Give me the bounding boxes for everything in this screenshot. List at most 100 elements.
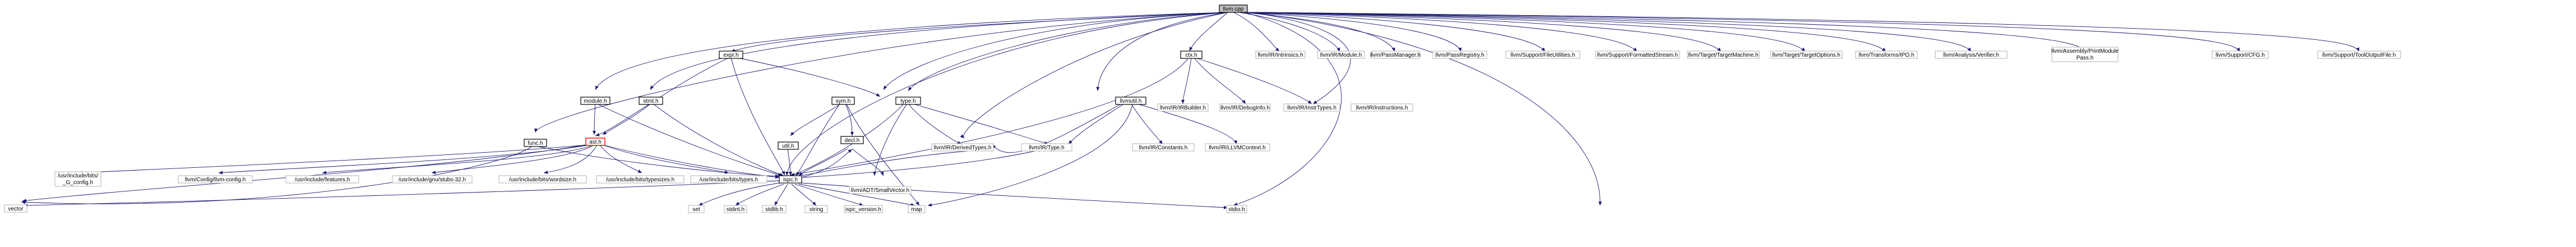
node-llvmcontext[interactable]: llvm/IR/LLVMContext.h [1205, 143, 1270, 152]
node-label: llvm/IR/Type.h [1029, 145, 1064, 151]
node-set[interactable]: set [688, 205, 705, 213]
node-label: stdlib.h [765, 207, 783, 213]
node-label: llvm/Config/llvm-config.h [185, 177, 246, 183]
node-irbuilder[interactable]: llvm/IR/IRBuilder.h [1157, 103, 1209, 112]
node-label: expr.h [723, 52, 738, 58]
node-label: llvm/Target/TargetMachine.h [1688, 52, 1758, 58]
node-vector[interactable]: vector [4, 204, 27, 213]
node-stdio[interactable]: stdio.h [1226, 205, 1247, 213]
node-type-h[interactable]: type.h [895, 97, 921, 105]
node-label: llvm/PassRegistry.h [1435, 52, 1484, 58]
node-stmt-h[interactable]: stmt.h [639, 97, 663, 105]
node-irmodule[interactable]: llvm/IR/Module.h [1317, 51, 1365, 59]
node-label: ast.h [589, 139, 602, 145]
node-label: set [692, 207, 700, 213]
node-tooloutput[interactable]: llvm/Support/ToolOutputFile.h [2317, 51, 2401, 59]
node-label: llvm/IR/Constants.h [1139, 145, 1188, 151]
node-decl-h[interactable]: decl.h [840, 136, 864, 144]
node-sym-h[interactable]: sym.h [831, 97, 855, 105]
node-label: /usr/include/gnu/stubs-32.h [399, 177, 466, 183]
node-cfg[interactable]: llvm/Support/CFG.h [2212, 51, 2269, 59]
node-util-h[interactable]: util.h [778, 141, 799, 150]
node-verifier[interactable]: llvm/Analysis/Verifier.h [1935, 51, 2008, 59]
node-label: util.h [782, 143, 794, 149]
node-label: llvm/IR/Instructions.h [1356, 105, 1408, 111]
node-label: /usr/include/bits/wordsize.h [509, 177, 576, 183]
node-stdint[interactable]: stdint.h [724, 205, 747, 213]
node-label: vector [8, 206, 24, 212]
node-label: llvm/Support/FileUtilities.h [1510, 52, 1575, 58]
node-smallvector[interactable]: llvm/ADT/SmallVector.h [849, 186, 912, 194]
node-stdlib[interactable]: stdlib.h [762, 205, 787, 213]
node-llvmutil-h[interactable]: llvmutil.h [1115, 97, 1146, 105]
node-label: llvm/Assembly/PrintModule [2051, 48, 2119, 54]
node-label: llvm/ADT/SmallVector.h [851, 187, 909, 194]
node-features[interactable]: /usr/include/features.h [285, 175, 359, 184]
node-label: /usr/include/bits/typesizes.h [606, 177, 674, 183]
node-intrinsics[interactable]: llvm/IR/Intrinsics.h [1255, 51, 1306, 59]
node-label: /usr/include/features.h [295, 177, 350, 183]
node-bits-g-config[interactable]: /usr/include/bits/ _G_config.h [54, 171, 101, 187]
node-module-h[interactable]: module.h [580, 97, 611, 105]
node-label: llvm/Analysis/Verifier.h [1943, 52, 1999, 58]
node-map[interactable]: map [908, 205, 926, 213]
node-label: stdint.h [727, 207, 744, 213]
node-derivedtypes[interactable]: llvm/IR/DerivedTypes.h [931, 143, 994, 152]
node-string[interactable]: string [804, 205, 828, 213]
node-printmodule[interactable]: llvm/Assembly/PrintModule Pass.h [2051, 47, 2119, 62]
node-llvm-config[interactable]: llvm/Config/llvm-config.h [178, 175, 253, 184]
node-label: stdio.h [1228, 207, 1245, 213]
node-formattedstream[interactable]: llvm/Support/FormattedStream.h [1595, 51, 1680, 59]
node-label-line2: _G_config.h [62, 180, 93, 186]
node-typesizes[interactable]: /usr/include/bits/typesizes.h [596, 175, 685, 184]
node-debuginfo[interactable]: llvm/IR/DebugInfo.h [1219, 103, 1271, 112]
node-fileutilities[interactable]: llvm/Support/FileUtilities.h [1505, 51, 1580, 59]
node-passmanager[interactable]: llvm/PassManager.h [1370, 51, 1421, 59]
node-label: llvm/IR/LLVMContext.h [1209, 145, 1266, 151]
node-irtype[interactable]: llvm/IR/Type.h [1021, 143, 1072, 152]
edges [21, 12, 2360, 209]
node-targetoptions[interactable]: llvm/Target/TargetOptions.h [1770, 51, 1843, 59]
node-label-line2: Pass.h [2076, 55, 2094, 61]
node-label: string [810, 207, 823, 213]
node-ispc-version[interactable]: ispc_version.h [844, 205, 883, 213]
node-label: sym.h [836, 98, 851, 104]
node-llvm-cpp[interactable]: llvm.cpp [1219, 4, 1248, 13]
node-label: llvm/Support/ToolOutputFile.h [2322, 52, 2395, 58]
node-instrtypes[interactable]: llvm/IR/InstrTypes.h [1283, 103, 1340, 112]
node-instructions[interactable]: llvm/IR/Instructions.h [1351, 103, 1413, 112]
node-expr-h[interactable]: expr.h [719, 51, 743, 59]
node-label: llvmutil.h [1120, 98, 1142, 104]
node-passregistry[interactable]: llvm/PassRegistry.h [1432, 51, 1487, 59]
node-label: llvm/Support/CFG.h [2216, 52, 2265, 58]
node-ispc-h[interactable]: ispc.h [779, 175, 802, 184]
node-label: llvm/IR/Intrinsics.h [1257, 52, 1303, 58]
node-wordsize[interactable]: /usr/include/bits/wordsize.h [498, 175, 587, 184]
node-label: llvm/IR/DerivedTypes.h [934, 145, 992, 151]
node-constants[interactable]: llvm/IR/Constants.h [1132, 143, 1195, 152]
node-label: stmt.h [643, 98, 658, 104]
node-label: /usr/include/bits/types.h [700, 177, 759, 183]
node-targetmachine[interactable]: llvm/Target/TargetMachine.h [1687, 51, 1760, 59]
node-label: llvm/IR/DebugInfo.h [1220, 105, 1270, 111]
node-stubs32[interactable]: /usr/include/gnu/stubs-32.h [392, 175, 473, 184]
node-label: llvm/IR/IRBuilder.h [1160, 105, 1206, 111]
node-label: llvm/IR/InstrTypes.h [1287, 105, 1336, 111]
node-bits-types[interactable]: /usr/include/bits/types.h [690, 175, 767, 184]
node-label: /usr/include/bits/ [58, 173, 98, 179]
node-label: ctx.h [1185, 52, 1197, 58]
node-ctx-h[interactable]: ctx.h [1180, 51, 1203, 59]
node-label: llvm.cpp [1223, 6, 1244, 12]
node-label: module.h [584, 98, 607, 104]
node-label: llvm/Target/TargetOptions.h [1772, 52, 1840, 58]
node-label: decl.h [845, 138, 860, 144]
node-label: func.h [528, 140, 543, 147]
node-label: type.h [900, 98, 915, 104]
node-label: llvm/IR/Module.h [1320, 52, 1362, 58]
node-label: llvm/Support/FormattedStream.h [1597, 52, 1678, 58]
node-func-h[interactable]: func.h [524, 139, 547, 147]
node-label: llvm/Transforms/IPO.h [1858, 52, 1914, 58]
node-ipo[interactable]: llvm/Transforms/IPO.h [1855, 51, 1918, 59]
node-ast-h[interactable]: ast.h [585, 138, 605, 146]
